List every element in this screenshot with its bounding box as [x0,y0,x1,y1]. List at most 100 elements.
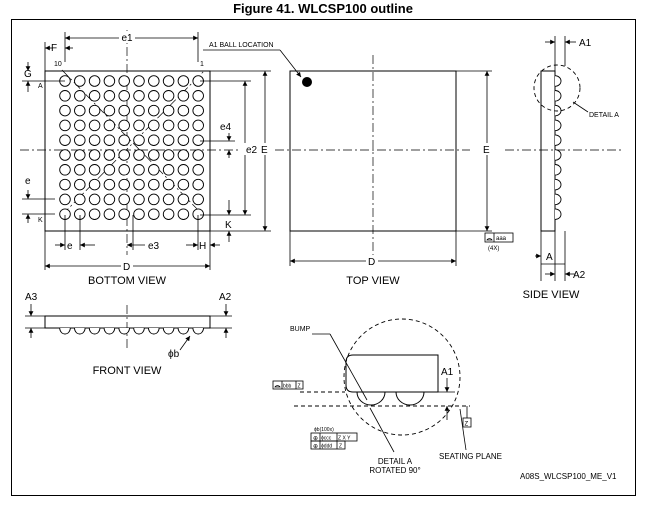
side-view-body [540,70,556,232]
k-label: K [225,220,232,231]
solder-ball [103,90,116,102]
solder-ball [88,75,101,87]
solder-ball [133,193,145,206]
side-view-bumps [554,75,562,220]
datum-z-box [462,417,472,428]
e1-label-bg [119,31,135,43]
solder-ball [148,134,160,146]
solder-ball [133,90,145,102]
bbb-label: bbb [283,384,292,390]
front-view-bump [88,327,101,335]
solder-ball [192,90,204,102]
ddd-label: ϕddd [321,444,332,450]
front-view-caption: FRONT VIEW [93,365,162,377]
d-label: D [123,262,130,273]
side-view-bump [554,75,562,87]
side-view-bump [554,90,562,102]
solder-ball [177,178,190,191]
front-view-bump [118,327,130,335]
solder-ball [74,164,86,176]
ddd-datum-label: Z [339,444,342,450]
top-view: A1 BALL LOCATION E aaa (4X) D TOP VIEW [203,42,514,287]
top-e-label: E [483,145,490,156]
ball-grid [59,75,204,220]
detail-a1-label: A1 [441,367,454,378]
bbb-datum-label: Z [298,384,301,390]
front-a2-label: A2 [219,292,232,303]
front-view-bump [148,327,160,335]
solder-ball [103,193,116,206]
solder-ball [103,75,116,87]
bottom-view-package-outline [44,70,211,232]
solder-ball [59,164,71,176]
ccc-datums-label: Z X Y [338,436,351,442]
solder-ball [103,119,116,132]
solder-ball [177,90,190,102]
side-view-bump [554,134,562,146]
solder-ball [59,104,71,117]
solder-ball [118,208,130,220]
solder-ball [88,149,101,161]
front-view-bump [177,327,190,335]
solder-ball [74,149,86,161]
e-pitch-label: e [25,176,31,187]
solder-ball [133,149,145,161]
solder-ball [148,164,160,176]
solder-ball [177,193,190,206]
d-label-bg [121,259,133,271]
bottom-view: e1 F G A 10 1 e4 e2 E e [20,30,271,287]
solder-ball [88,193,101,206]
solder-ball [59,90,71,102]
solder-ball [74,119,86,132]
solder-ball [74,134,86,146]
seating-plane-label: SEATING PLANE [439,452,502,461]
h-label: H [199,241,206,252]
solder-ball [103,149,116,161]
e2-label: e2 [246,145,258,156]
side-view-bump [554,208,562,220]
detail-a-caption-line1: DETAIL A [378,457,413,466]
solder-ball [133,134,145,146]
bottom-view-caption: BOTTOM VIEW [88,275,167,287]
solder-ball [103,164,116,176]
front-view-bump [133,327,145,335]
top-d-label-bg [366,255,378,267]
flatness-tolerance-frame: aaa (4X) [484,232,514,252]
row-k-label: K [38,217,43,224]
top-e-label-bg [481,143,493,155]
solder-ball [162,90,175,102]
e3-label: e3 [148,241,160,252]
solder-ball [59,193,71,206]
solder-ball [148,90,160,102]
solder-ball [88,104,101,117]
solder-ball [88,178,101,191]
solder-ball [74,104,86,117]
solder-ball [177,75,190,87]
solder-ball [88,208,101,220]
side-view: DETAIL A A1 A A2 SIDE VIEW [505,36,622,301]
solder-ball [148,193,160,206]
solder-ball [177,149,190,161]
bump-leader [329,333,368,401]
a1-ball-location-label: A1 BALL LOCATION [209,42,274,49]
seating-plane-leader [459,408,467,451]
solder-ball [162,119,175,132]
front-view-body [44,315,211,329]
diameter-label: ϕb [168,349,180,360]
solder-ball [148,149,160,161]
front-view-bump [162,327,175,335]
solder-ball [133,75,145,87]
solder-ball [148,208,160,220]
e-height-label: E [261,145,268,156]
solder-ball [192,164,204,176]
detail-a-circle [343,318,461,436]
detail-a-callout-circle [533,64,581,112]
solder-ball [192,134,204,146]
front-view-bump [103,327,116,335]
solder-ball [74,90,86,102]
solder-ball [133,104,145,117]
side-a1-label: A1 [579,38,592,49]
solder-ball [133,208,145,220]
solder-ball [88,134,101,146]
